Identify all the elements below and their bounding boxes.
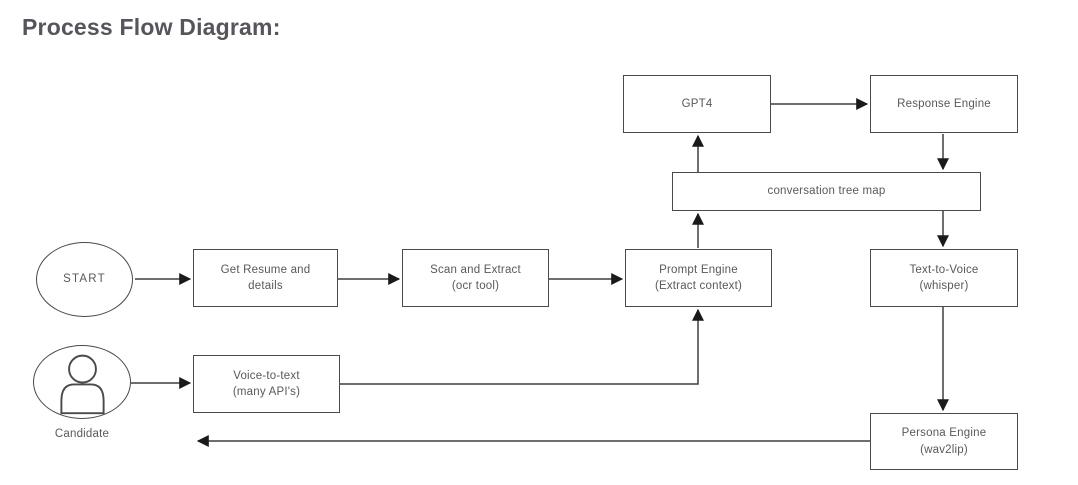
node-start-label: START	[63, 273, 106, 286]
candidate-label: Candidate	[54, 428, 110, 440]
node-voice-to-text-label: Voice-to-text (many API's)	[232, 369, 301, 398]
node-conversation-tree-map: conversation tree map	[672, 172, 981, 211]
node-text-to-voice-label: Text-to-Voice (whisper)	[909, 263, 979, 292]
node-response-engine-label: Response Engine	[897, 97, 991, 110]
node-gpt4: GPT4	[623, 75, 771, 133]
page-title: Process Flow Diagram:	[22, 14, 281, 40]
node-gpt4-label: GPT4	[681, 97, 713, 110]
node-persona-engine: Persona Engine (wav2lip)	[870, 413, 1018, 470]
node-scan-extract: Scan and Extract (ocr tool)	[402, 249, 549, 307]
node-scan-extract-label: Scan and Extract (ocr tool)	[430, 263, 521, 292]
node-get-resume: Get Resume and details	[193, 249, 338, 307]
node-response-engine: Response Engine	[870, 75, 1018, 133]
node-persona-engine-label: Persona Engine (wav2lip)	[901, 427, 987, 456]
node-prompt-engine-label: Prompt Engine (Extract context)	[654, 263, 743, 292]
node-start: START	[36, 242, 133, 317]
person-icon	[59, 354, 105, 414]
edge-voice-to-text-to-prompt-engine	[340, 308, 704, 385]
node-candidate	[33, 345, 131, 419]
node-text-to-voice: Text-to-Voice (whisper)	[870, 249, 1018, 307]
node-conversation-tree-map-label: conversation tree map	[767, 185, 886, 198]
node-prompt-engine: Prompt Engine (Extract context)	[625, 249, 772, 307]
node-get-resume-label: Get Resume and details	[220, 263, 311, 292]
node-voice-to-text: Voice-to-text (many API's)	[193, 355, 340, 413]
